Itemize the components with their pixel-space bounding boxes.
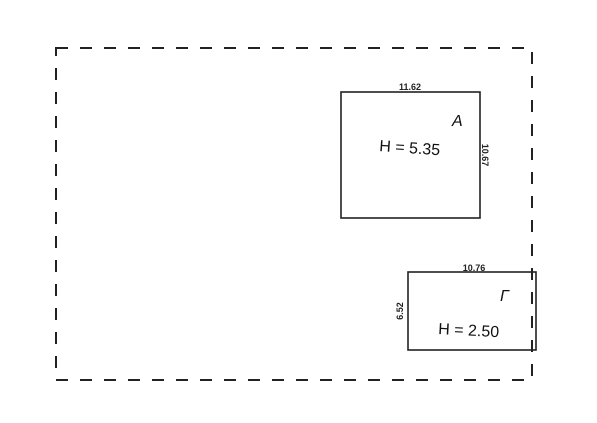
building-a-depth-label: 10.67 (480, 144, 490, 167)
building-g-outline (407, 271, 537, 351)
building-a-letter: А (451, 113, 463, 130)
building-g: 10.76 6.52 Г H = 2.50 (395, 263, 537, 351)
building-g-letter: Г (500, 288, 510, 305)
site-boundary (55, 47, 533, 381)
building-a: 11.62 10.67 А H = 5.35 (340, 82, 490, 219)
building-a-width-label: 11.62 (399, 82, 421, 92)
building-g-height-label: H = 2.50 (438, 321, 500, 341)
building-g-depth-label: 6.52 (395, 302, 405, 320)
building-a-outline (340, 91, 481, 219)
building-g-width-label: 10.76 (463, 263, 486, 273)
building-a-height-label: H = 5.35 (379, 138, 441, 159)
